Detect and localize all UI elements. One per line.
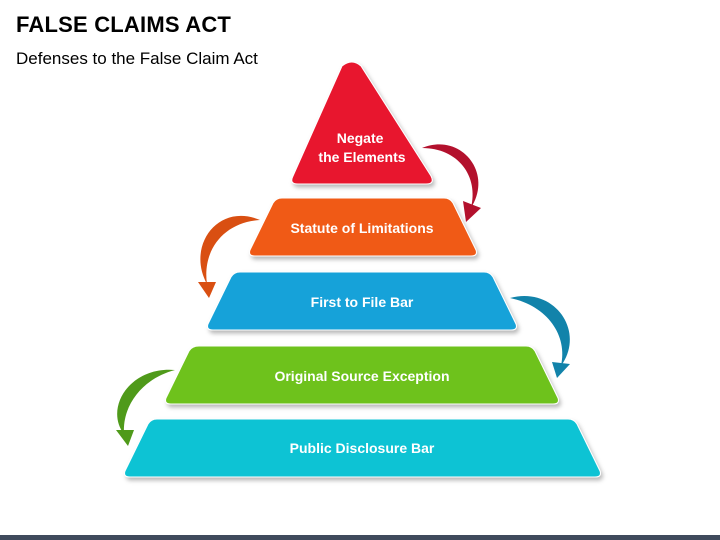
arrow-4-body (117, 369, 175, 434)
pyramid-tier-5-line-1: Public Disclosure Bar (290, 440, 435, 456)
arrow-2-body (200, 215, 260, 284)
arrow-2-head (198, 282, 216, 298)
pyramid-tier-2-line-1: Statute of Limitations (290, 220, 433, 236)
arrow-4-head (116, 430, 134, 446)
arrow-4-to-5 (116, 369, 175, 446)
pyramid-tier-3-shape (207, 271, 517, 331)
pyramid-tier-1-line-2: the Elements (318, 149, 405, 165)
pyramid-tier-1-shape (291, 61, 433, 185)
arrow-1-head (463, 201, 481, 222)
pyramid-tier-2-shape (249, 197, 477, 257)
arrow-1-body (422, 144, 479, 208)
pyramid-tier-4-line-1: Original Source Exception (274, 368, 449, 384)
pyramid-tier-1-line-1: Negate (337, 130, 384, 146)
arrow-3-to-4 (510, 296, 570, 378)
pyramid-tier-1-label: Negate the Elements (318, 130, 405, 165)
arrow-3-head (552, 362, 570, 378)
pyramid-tier-2-label: Statute of Limitations (290, 220, 433, 236)
pyramid-tier-4-shape (165, 345, 559, 405)
page-subtitle: Defenses to the False Claim Act (16, 49, 258, 68)
pyramid-tier-4-label: Original Source Exception (274, 368, 449, 384)
page-title: FALSE CLAIMS ACT (16, 12, 232, 37)
arrow-3-body (510, 296, 570, 366)
arrow-2-to-3 (198, 215, 260, 298)
pyramid-tier-5-shape (124, 418, 601, 478)
footer-bar (0, 535, 720, 540)
pyramid-tier-3-label: First to File Bar (311, 294, 414, 310)
pyramid-tier-3-line-1: First to File Bar (311, 294, 414, 310)
pyramid-tier-5-label: Public Disclosure Bar (290, 440, 435, 456)
arrow-1-to-2 (422, 144, 481, 222)
